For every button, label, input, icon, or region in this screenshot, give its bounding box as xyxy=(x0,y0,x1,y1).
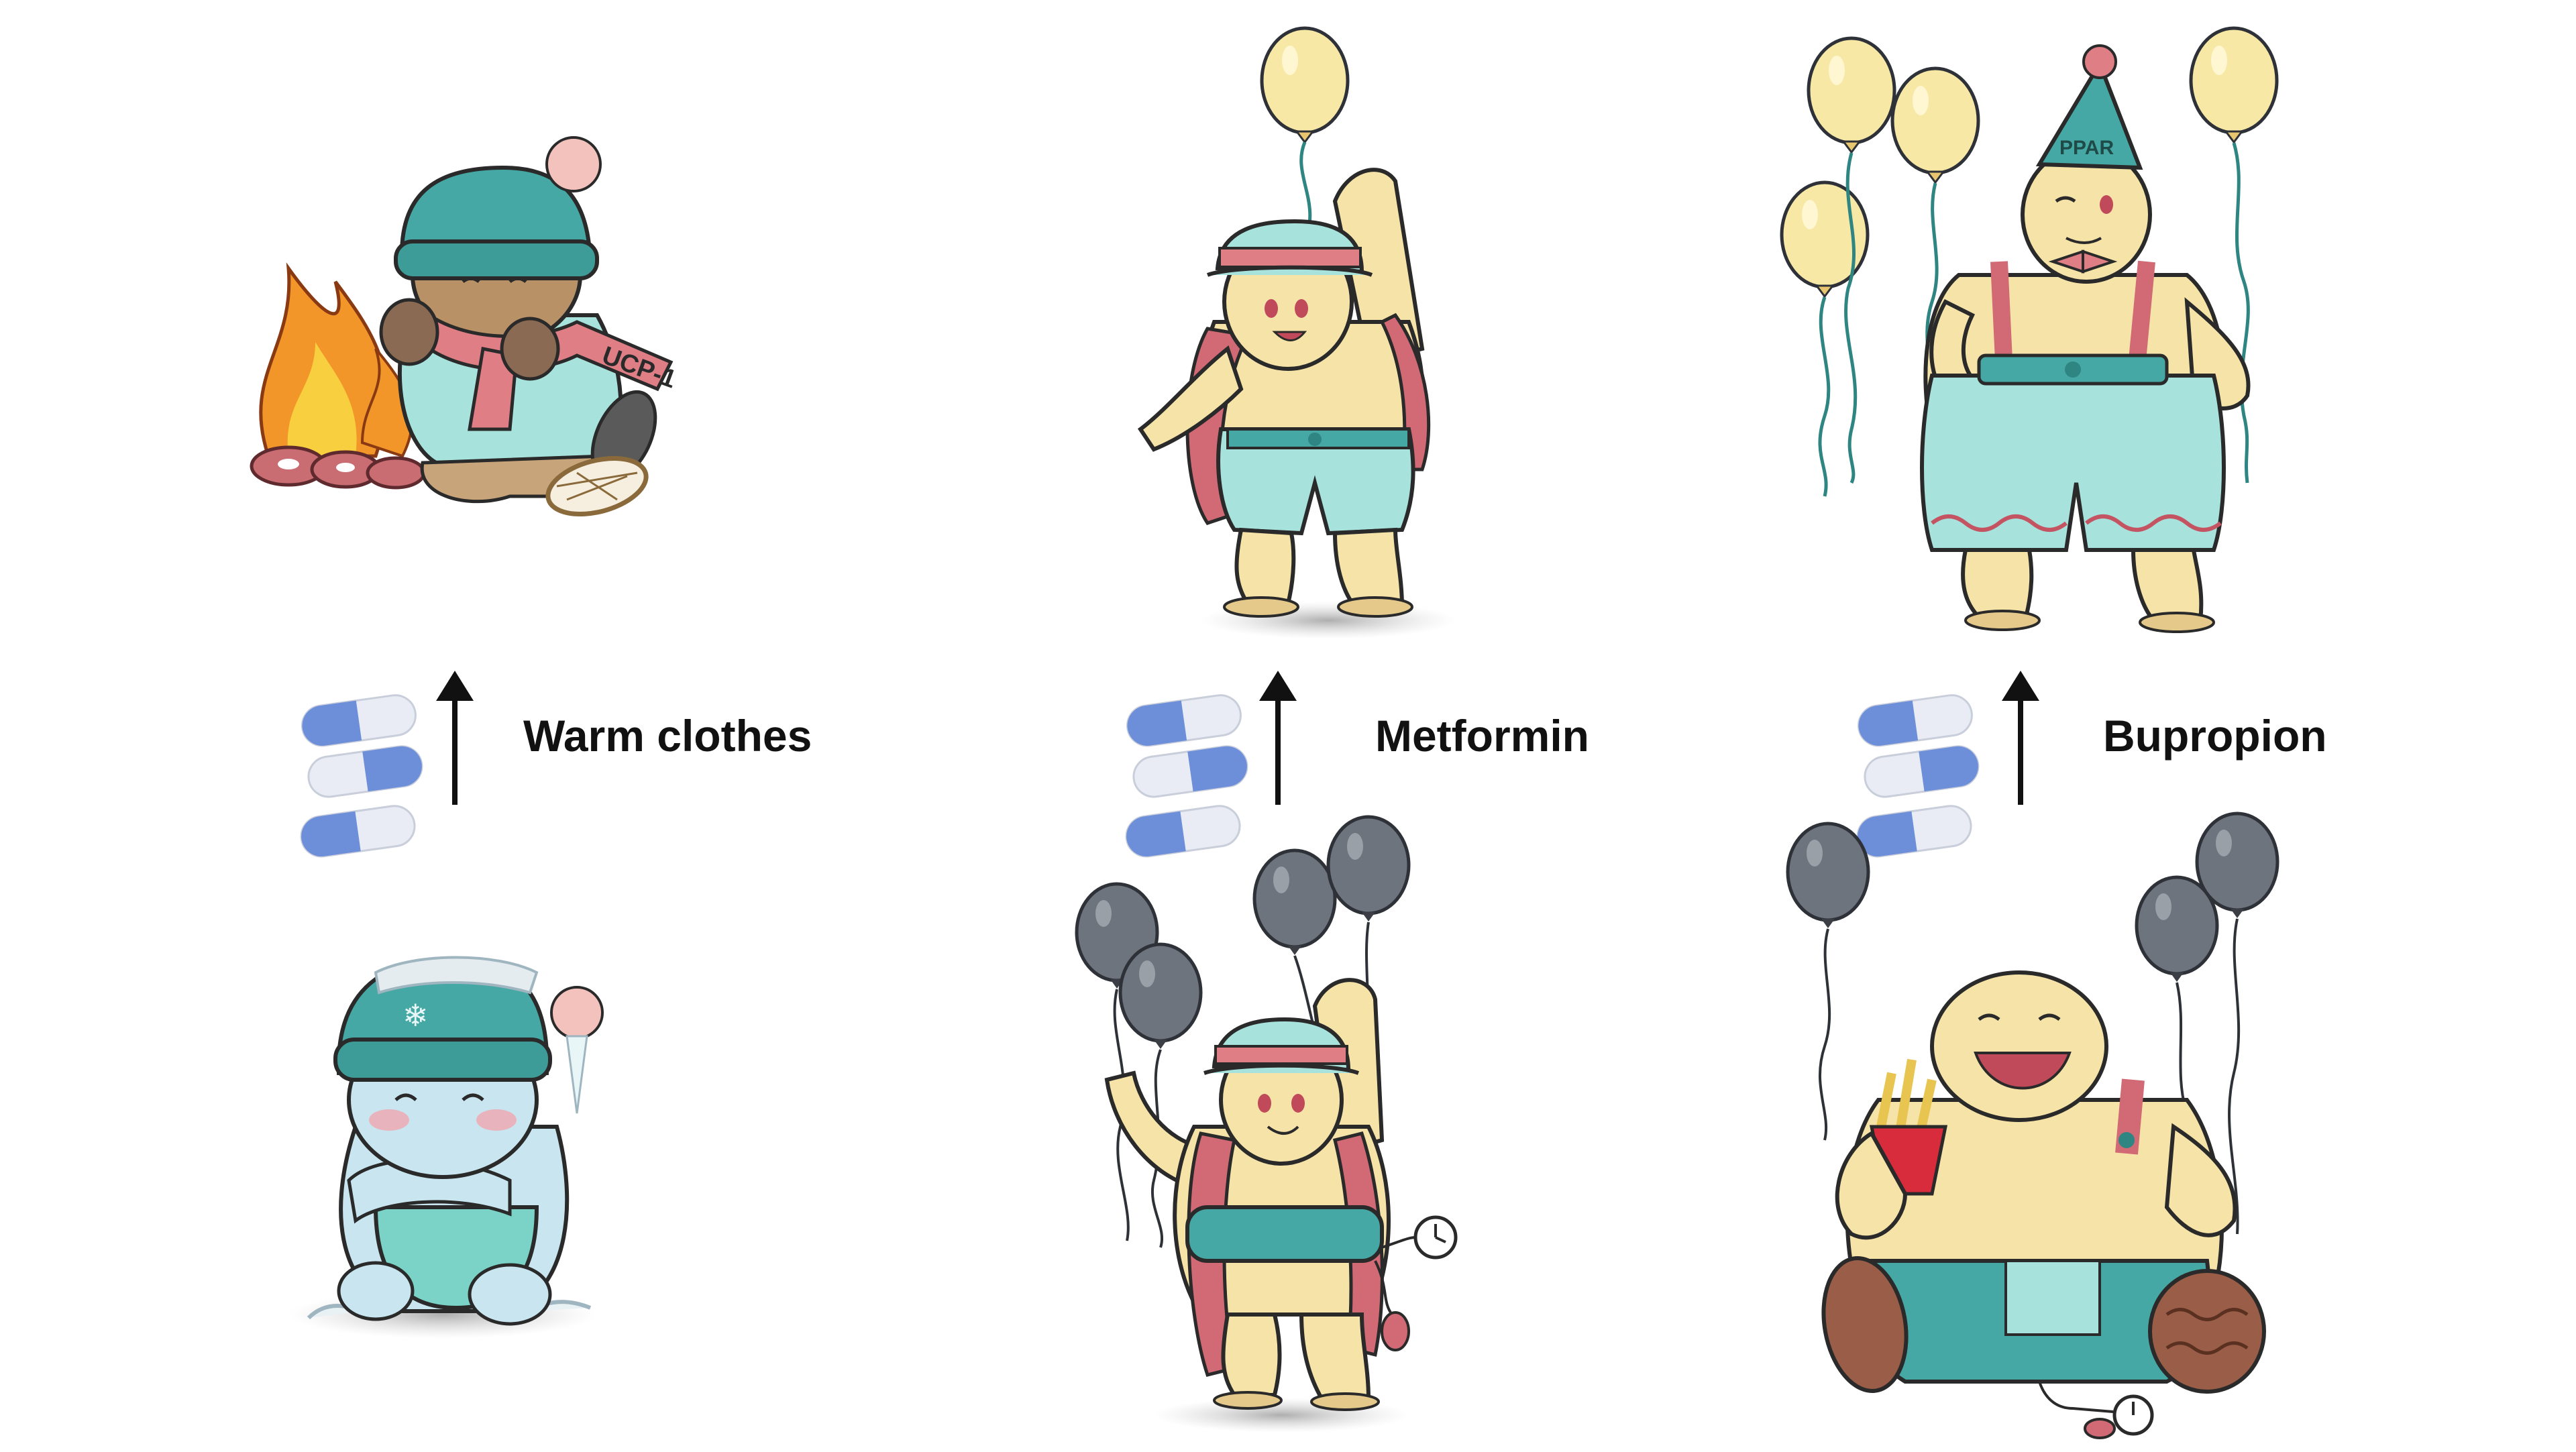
yellow-balloon-1 xyxy=(1809,38,1894,152)
label-warm-clothes: Warm clothes xyxy=(523,711,812,761)
panel-bupropion: PPAR xyxy=(1782,28,2277,1439)
pressure-bulb-icon xyxy=(1381,1311,1410,1351)
dark-balloon-3 xyxy=(1254,850,1335,955)
dark-balloon-4 xyxy=(1328,817,1409,922)
donuts-illustration xyxy=(250,445,426,490)
pressure-bulb-icon-2 xyxy=(2084,1418,2116,1439)
character-with-yellow-balloon xyxy=(1137,28,1456,639)
stopwatch-icon xyxy=(1413,1215,1458,1260)
yellow-balloon xyxy=(1262,28,1348,142)
pills-icon-warm xyxy=(297,691,426,860)
obese-character-with-fries xyxy=(1788,814,2277,1439)
dark-balloon-5 xyxy=(1788,824,1868,928)
yellow-balloon-4 xyxy=(2191,28,2277,142)
yellow-balloon-2 xyxy=(1892,68,1978,182)
arrow-bupropion xyxy=(2002,671,2039,805)
shoes-illustration xyxy=(1821,1255,2266,1394)
pills-icon-bupropion xyxy=(1854,691,1982,860)
arrow-metformin xyxy=(1259,671,1297,805)
snowshoe-illustration xyxy=(545,455,649,517)
fire-illustration xyxy=(259,262,413,458)
character-with-dark-balloons xyxy=(1077,817,1458,1433)
svg-text:❄: ❄ xyxy=(402,997,429,1034)
panel-warm-clothes: UCP-1 xyxy=(250,136,680,1339)
dark-balloon-2 xyxy=(1120,944,1201,1049)
cold-character: ❄ xyxy=(288,956,604,1339)
panel-metformin xyxy=(1077,28,1458,1433)
pills-icon-metformin xyxy=(1122,691,1251,860)
character-with-party-hat: PPAR xyxy=(1782,28,2277,633)
arrow-warm xyxy=(436,671,474,805)
warm-character: UCP-1 xyxy=(250,136,680,517)
stopwatch-icon-2 xyxy=(2112,1394,2154,1436)
svg-text:PPAR: PPAR xyxy=(2059,137,2114,159)
label-metformin: Metformin xyxy=(1375,711,1589,761)
label-bupropion: Bupropion xyxy=(2103,711,2327,761)
